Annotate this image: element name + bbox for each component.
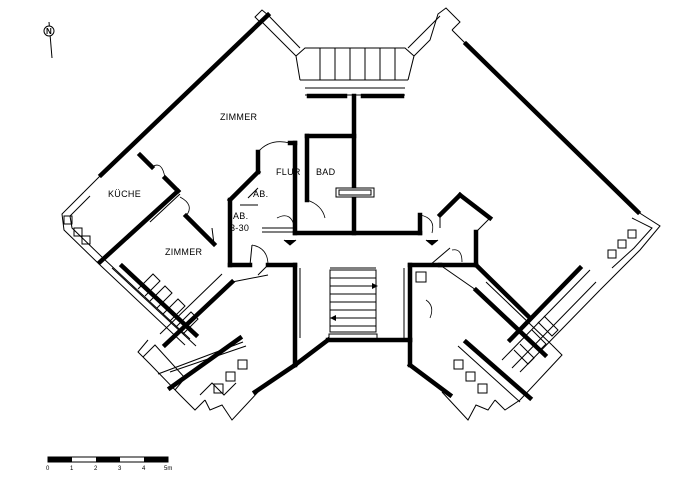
- room-label-flur: FLUR: [276, 167, 301, 177]
- scale-tick-5m: 5m: [164, 466, 172, 472]
- room-label-zimmer: ZIMMER: [220, 112, 257, 122]
- north-label: N: [46, 27, 52, 36]
- right-wing-interior: [429, 191, 534, 322]
- central-top-bay: [292, 47, 439, 246]
- room-label-kueche: KÜCHE: [108, 189, 141, 199]
- scale-tick-1: 1: [70, 466, 74, 472]
- room-label-ab-large: AB.: [233, 211, 248, 221]
- lower-left-projection: [137, 273, 299, 421]
- room-label-ab-small: AB.: [253, 189, 268, 199]
- north-arrow-icon: N: [43, 21, 55, 59]
- room-label-bad: BAD: [316, 167, 336, 177]
- room-label-zimmer-lower: ZIMMER: [165, 247, 202, 257]
- left-wing-interior: [96, 140, 298, 268]
- stair-core: [257, 262, 443, 369]
- scale-tick-0: 0: [46, 466, 50, 472]
- scale-tick-4: 4: [142, 466, 146, 472]
- scale-bar: 0 1 2 3 4 5m: [46, 456, 172, 472]
- right-wing: [407, 7, 661, 373]
- left-wing: [61, 9, 301, 347]
- scale-tick-3: 3: [118, 466, 122, 472]
- room-label-ab-area: 3-30: [230, 223, 249, 233]
- lower-right-projection: [406, 264, 563, 421]
- scale-tick-2: 2: [94, 466, 98, 472]
